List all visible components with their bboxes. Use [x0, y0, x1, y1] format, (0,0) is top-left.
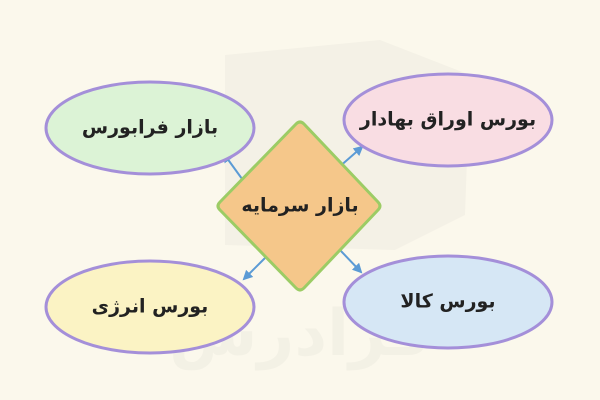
node-center-label: بازار سرمایه — [241, 195, 358, 217]
node-bottom-right-label: بورس کالا — [400, 291, 495, 313]
arrow-to-bottom-left — [242, 257, 266, 281]
node-top-right-label: بورس اوراق بهادار — [359, 109, 536, 131]
node-bottom-left: بورس انرژی — [44, 259, 256, 355]
arrow-to-bottom-right — [339, 249, 363, 274]
node-bottom-left-shape — [44, 259, 256, 355]
node-center-shape — [216, 120, 382, 292]
node-top-left-shape — [44, 80, 256, 176]
node-bottom-right: بورس کالا — [342, 254, 554, 350]
node-bottom-right-shape — [342, 254, 554, 350]
node-top-right: بورس اوراق بهادار — [342, 72, 554, 168]
node-bottom-left-label: بورس انرژی — [92, 296, 209, 318]
node-top-left-label: بازار فرابورس — [82, 117, 218, 139]
node-top-right-shape — [342, 72, 554, 168]
node-center: بازار سرمایه — [216, 120, 382, 292]
node-top-left: بازار فرابورس — [44, 80, 256, 176]
